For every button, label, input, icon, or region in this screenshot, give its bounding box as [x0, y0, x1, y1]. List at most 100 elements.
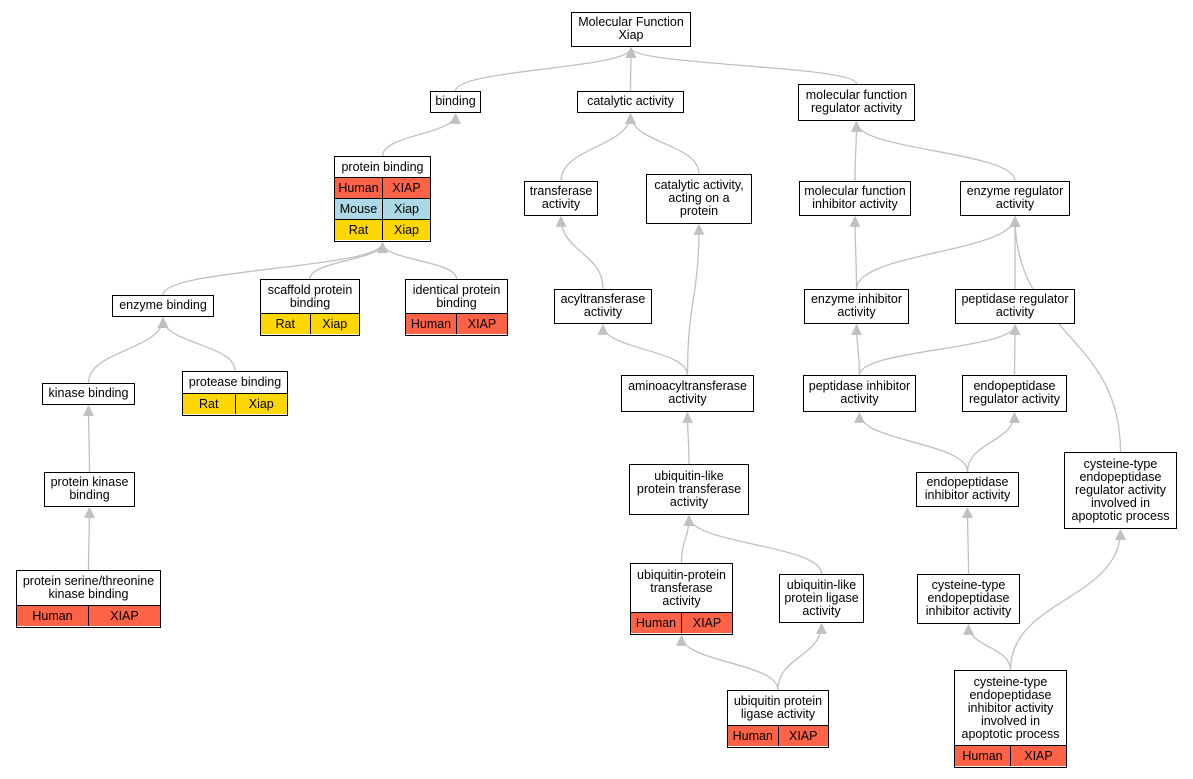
gene-cell: Xiap — [309, 314, 360, 335]
go-term-cysinhibapo[interactable]: cysteine-type endopeptidase inhibitor ac… — [954, 670, 1067, 768]
edge-mfinhib-to-mfreg — [850, 120, 862, 182]
go-term-label: scaffold protein binding — [267, 282, 353, 310]
edge-ubligase-to-ublligase — [777, 622, 827, 691]
go-term-label: peptidase regulator activity — [961, 292, 1069, 320]
go-term-label: kinase binding — [48, 386, 129, 401]
edge-enzinhib-to-enzreg — [855, 215, 1021, 290]
edge-protbind-to-binding — [381, 112, 461, 157]
edge-cysinhibapo-to-cysinhib — [963, 623, 1012, 671]
go-term-kinbind[interactable]: kinase binding — [42, 383, 135, 405]
gene-cell: Xiap — [382, 199, 430, 220]
go-term-label: ubiquitin protein ligase activity — [733, 694, 823, 722]
go-term-acyl[interactable]: acyltransferase activity — [554, 289, 652, 324]
edge-acyl-to-transferase — [555, 215, 604, 290]
go-term-label: transferase activity — [529, 184, 593, 212]
go-term-label: catalytic activity — [587, 94, 674, 109]
go-term-label: molecular function regulator activity — [805, 88, 908, 116]
gene-cell: XIAP — [456, 314, 507, 335]
go-term-label: protein serine/threonine kinase binding — [22, 574, 155, 602]
go-term-label: protein binding — [341, 159, 424, 174]
go-term-label: enzyme regulator activity — [966, 184, 1064, 212]
gene-cell: XIAP — [777, 726, 829, 747]
go-term-label: cysteine-type endopeptidase inhibitor ac… — [961, 674, 1060, 741]
go-term-label: peptidase inhibitor activity — [808, 379, 911, 407]
go-term-protkin[interactable]: protein kinase binding — [44, 472, 135, 507]
edge-identical-to-protbind — [377, 241, 458, 280]
edge-pepinhib-to-enzinhib — [851, 323, 863, 376]
edge-enzbind-to-protbind — [162, 241, 388, 296]
edge-endoinhib-to-pepinhib — [854, 411, 969, 473]
gene-cell: Xiap — [382, 220, 430, 241]
go-term-cysreg[interactable]: cysteine-type endopeptidase regulator ac… — [1064, 452, 1177, 529]
edge-protease-to-enzbind — [157, 316, 236, 372]
go-term-transferase[interactable]: transferase activity — [524, 181, 598, 216]
edge-cysreg-to-enzreg — [1009, 215, 1122, 453]
edge-aminoacyl-to-catprot — [686, 223, 705, 376]
edge-endoinhib-to-endoreg — [966, 411, 1020, 473]
edge-enzinhib-to-mfinhib — [849, 215, 861, 290]
go-term-label: ubiquitin-like protein transferase activ… — [636, 468, 742, 509]
edge-binding-to-root — [454, 46, 637, 92]
go-term-ublligase[interactable]: ubiquitin-like protein ligase activity — [779, 574, 864, 623]
edge-pepinhib-to-pepreg — [858, 323, 1021, 376]
go-term-label: ubiquitin-like protein ligase activity — [784, 577, 859, 618]
go-term-endoreg[interactable]: endopeptidase regulator activity — [962, 375, 1067, 412]
go-term-root[interactable]: Molecular Function Xiap — [571, 12, 691, 47]
go-term-catprot[interactable]: catalytic activity, acting on a protein — [646, 174, 752, 224]
species-cell: Human — [732, 728, 773, 743]
go-term-label: enzyme binding — [119, 298, 207, 313]
edge-ubligase-to-ubprottrans — [676, 634, 779, 691]
edge-ublligase-to-ubltrans — [683, 514, 823, 575]
go-term-ubltrans[interactable]: ubiquitin-like protein transferase activ… — [629, 464, 749, 515]
go-term-mfreg[interactable]: molecular function regulator activity — [798, 84, 915, 121]
species-cell: Human — [962, 748, 1003, 763]
species-cell: Rat — [199, 396, 219, 411]
species-cell: Human — [635, 615, 677, 630]
go-term-cysinhib[interactable]: cysteine-type endopeptidase inhibitor ac… — [917, 574, 1020, 624]
edge-catprot-to-catalytic — [625, 112, 700, 175]
edge-catalytic-to-root — [625, 46, 637, 92]
go-term-pepreg[interactable]: peptidase regulator activity — [955, 289, 1075, 324]
go-term-label: catalytic activity, acting on a protein — [654, 178, 744, 219]
gene-cell: XIAP — [681, 613, 732, 634]
go-term-mfinhib[interactable]: molecular function inhibitor activity — [799, 181, 911, 216]
edge-mfreg-to-root — [625, 46, 858, 85]
edge-protkin-to-kinbind — [83, 404, 95, 473]
go-term-binding[interactable]: binding — [430, 91, 481, 113]
go-term-label: identical protein binding — [412, 282, 501, 310]
species-cell: Human — [338, 180, 379, 195]
edge-scaffold-to-protbind — [309, 241, 388, 280]
ortholog-row-human: Human XIAP — [728, 725, 829, 747]
edge-ubltrans-to-aminoacyl — [682, 411, 694, 465]
edge-endoreg-to-pepreg — [1009, 323, 1021, 376]
go-term-label: Molecular Function Xiap — [578, 15, 684, 43]
go-term-endoinhib[interactable]: endopeptidase inhibitor activity — [916, 472, 1019, 507]
go-term-enzinhib[interactable]: enzyme inhibitor activity — [804, 289, 909, 324]
edge-ubprottrans-to-ubltrans — [680, 514, 695, 564]
go-term-label: cysteine-type endopeptidase regulator ac… — [1071, 456, 1170, 523]
species-cell: Human — [32, 608, 73, 623]
go-term-enzreg[interactable]: enzyme regulator activity — [960, 181, 1070, 216]
go-term-label: protease binding — [188, 375, 282, 390]
go-term-aminoacyl[interactable]: aminoacyltransferase activity — [621, 375, 754, 412]
go-term-catalytic[interactable]: catalytic activity — [577, 91, 684, 113]
go-term-label: aminoacyltransferase activity — [628, 379, 747, 407]
go-term-pepinhib[interactable]: peptidase inhibitor activity — [803, 375, 916, 412]
go-term-enzbind[interactable]: enzyme binding — [112, 295, 214, 317]
go-term-label: ubiquitin-protein transferase activity — [637, 567, 726, 608]
